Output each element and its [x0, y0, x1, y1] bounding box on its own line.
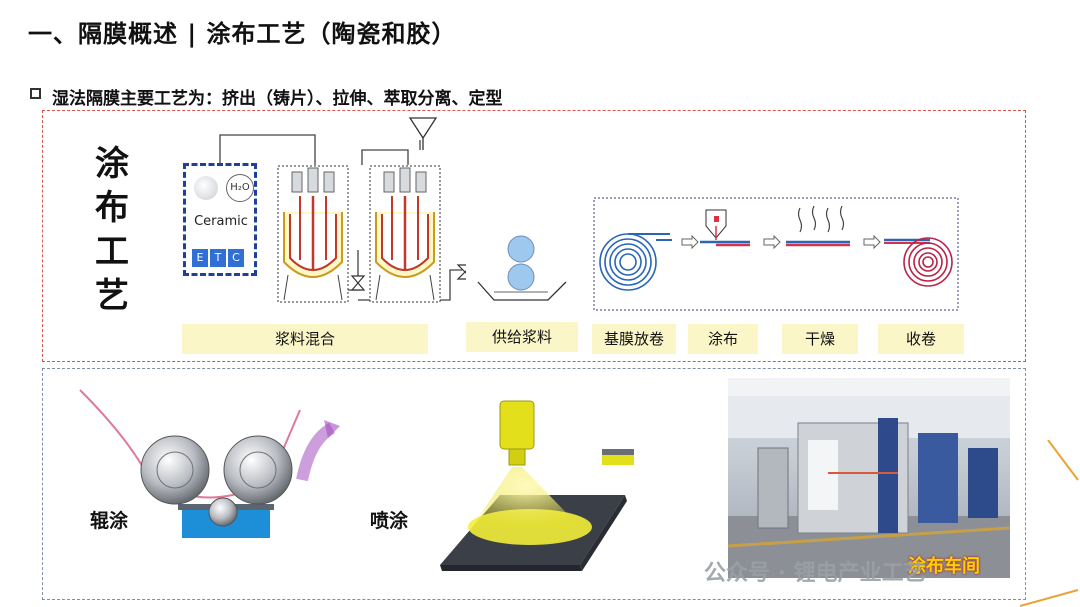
- spray-coating-illustration: [440, 400, 634, 571]
- etc-letter: C: [228, 249, 244, 267]
- rewind-coil: [884, 237, 953, 287]
- funnel-icon: [408, 117, 438, 150]
- step-caption-slurry-mixing: 浆料混合: [182, 324, 428, 354]
- step-caption-coating: 涂布: [688, 324, 758, 354]
- drying-icon: [786, 205, 850, 247]
- corner-decoration: [1020, 440, 1079, 607]
- workshop-scene: [728, 378, 1010, 578]
- page-subtitle: 湿法隔膜主要工艺为：挤出（铸片）、拉伸、萃取分离、定型: [52, 89, 503, 109]
- mixing-tank-2: [369, 165, 441, 303]
- step-caption-rewind: 收卷: [878, 324, 964, 354]
- spray-coating-label: 喷涂: [370, 510, 409, 532]
- coating-process-frame: [42, 110, 1026, 362]
- step-caption-unwind: 基膜放卷: [592, 324, 676, 354]
- vertical-title-char: 工: [95, 232, 129, 272]
- bullet-icon: [30, 88, 41, 99]
- vertical-title: 涂 布 工 艺: [92, 142, 132, 318]
- mixing-tank-1: [277, 165, 349, 303]
- etc-letter: E: [192, 249, 208, 267]
- coating-methods-frame: [42, 368, 1026, 600]
- supply-roller-bath: [466, 226, 580, 308]
- vertical-title-char: 艺: [95, 276, 129, 316]
- roll-coating-illustration: [79, 389, 340, 538]
- page-title: 一、隔膜概述 | 涂布工艺（陶瓷和胶）: [28, 20, 457, 48]
- ceramic-label: Ceramic: [194, 214, 248, 229]
- roll-coating-label: 辊涂: [90, 510, 129, 532]
- step-caption-drying: 干燥: [782, 324, 858, 354]
- etc-letter: T: [210, 249, 226, 267]
- watermark: 公众号 · 锂电产业工艺: [704, 561, 926, 586]
- base-film-unwind-coil: [599, 233, 672, 291]
- h2o-icon: H₂O: [226, 174, 254, 202]
- ceramic-powder-icon: [194, 176, 218, 200]
- film-process-frame: [593, 197, 959, 311]
- vertical-title-char: 涂: [95, 144, 129, 184]
- vertical-title-char: 布: [95, 188, 129, 228]
- flow-arrow-icon: [681, 234, 881, 250]
- step-caption-slurry-supply: 供给浆料: [466, 322, 578, 352]
- coating-workshop-photo: [728, 378, 1010, 578]
- coating-head-icon: [700, 209, 750, 247]
- workshop-caption: 涂布车间: [908, 556, 980, 577]
